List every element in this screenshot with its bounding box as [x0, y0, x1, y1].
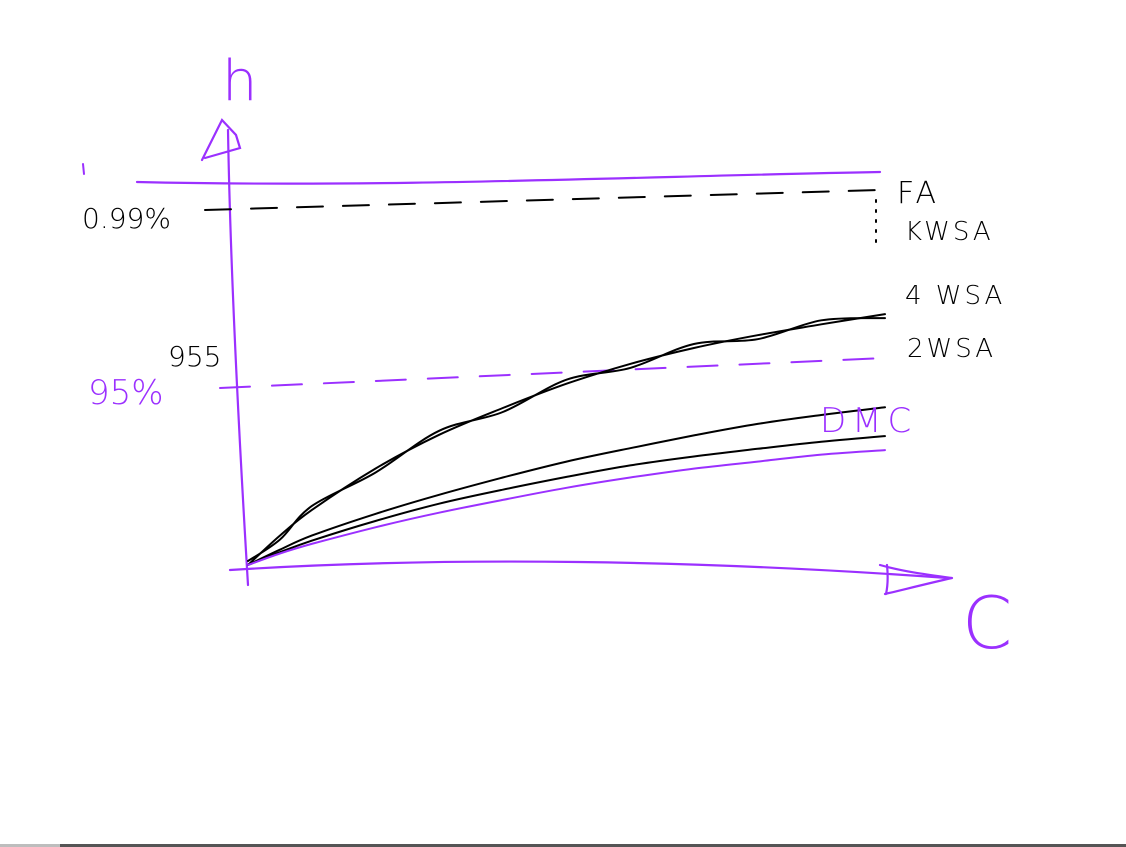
y-axis-arrow	[200, 118, 242, 162]
ref-label-955: 955	[168, 340, 221, 373]
series-line-kwsa	[247, 317, 886, 562]
bottom-bar	[0, 844, 1126, 847]
x-axis-arrow	[878, 563, 954, 596]
series-line-dmc	[247, 449, 886, 566]
x-axis-label: C	[962, 581, 1012, 665]
y-axis-label: h	[222, 49, 258, 114]
ref-line-95	[219, 357, 886, 389]
series-label-fa: FA	[897, 176, 940, 211]
series-label-4wsa: 4 WSA	[905, 281, 1005, 311]
series-label-2wsa: 2WSA	[907, 334, 996, 364]
series-line-2wsa	[247, 435, 886, 566]
axes	[200, 118, 954, 596]
x-axis-line	[228, 560, 950, 580]
series-layer	[247, 313, 886, 566]
series-label-kwsa: KWSA	[905, 217, 994, 247]
y-axis-line	[226, 128, 250, 587]
series-line-4-wsa	[247, 406, 886, 566]
ref-line-099	[204, 189, 881, 211]
series-line-fa	[247, 313, 886, 566]
ref-label-95: 95%	[88, 373, 164, 413]
series-label-dmc: DMC	[820, 401, 917, 441]
ref-label-099: 0.99%	[82, 202, 171, 235]
bottom-bar-tab	[0, 844, 60, 847]
ref-line-1	[135, 170, 882, 185]
ref-tick-1	[82, 163, 85, 175]
